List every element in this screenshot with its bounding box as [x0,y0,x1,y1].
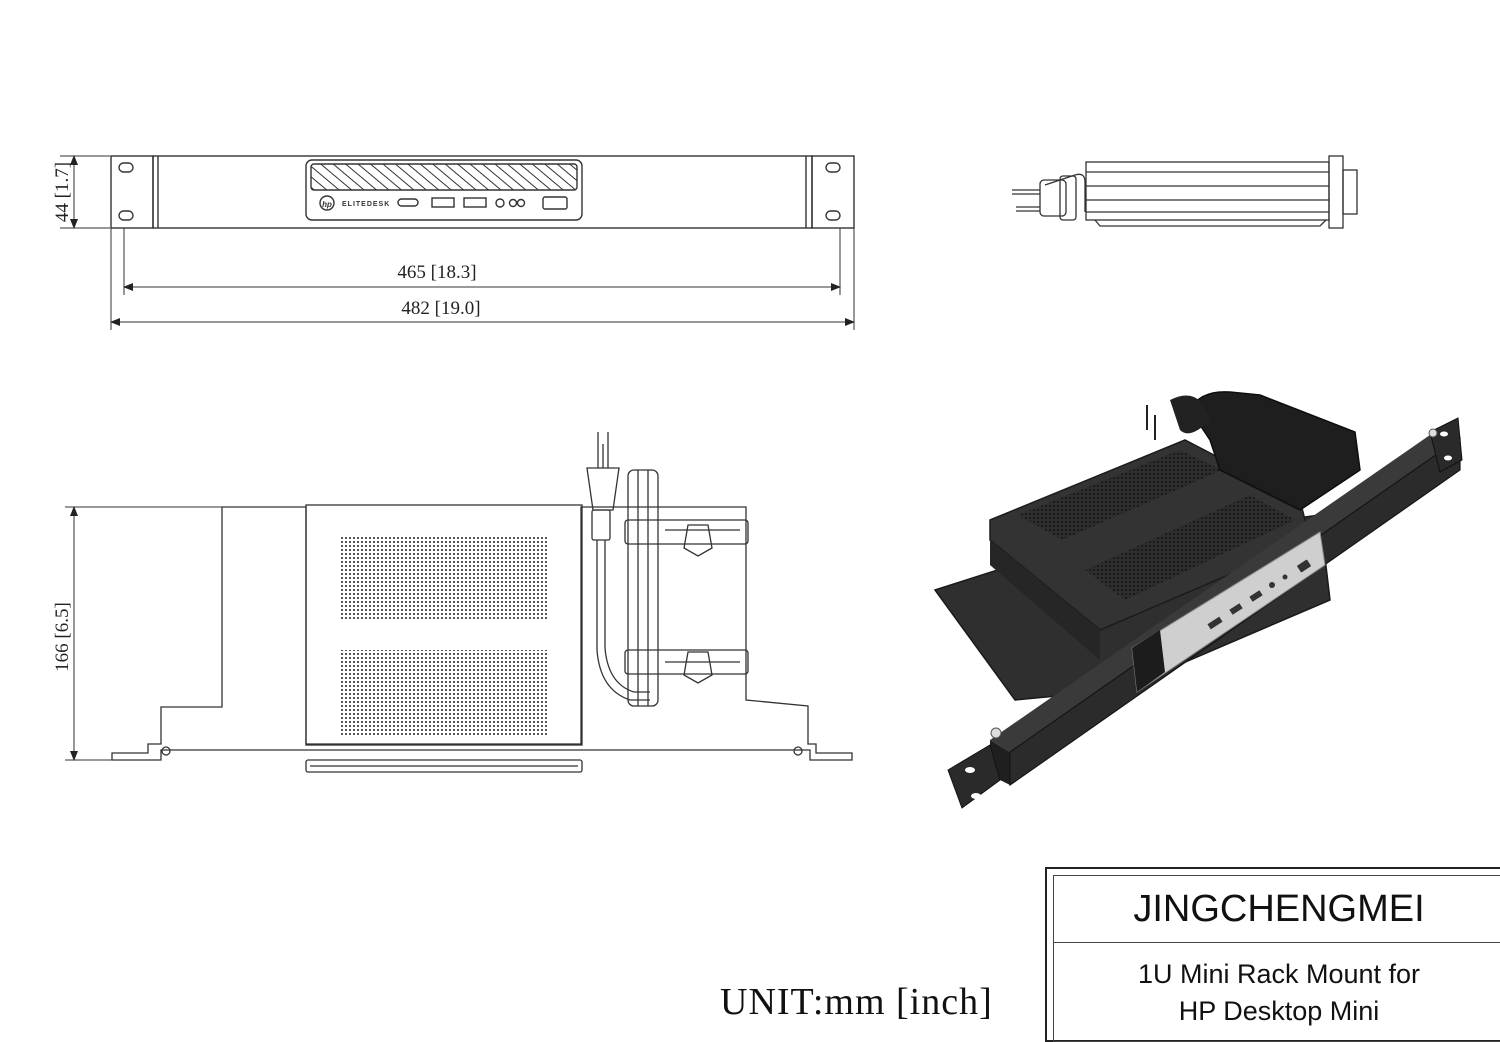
outer-width-dimension-label: 482 [19.0] [401,298,480,319]
side-view [1012,155,1358,229]
front-dimensions [60,155,855,330]
unit-note: UNIT:mm [inch] [720,981,993,1023]
product-line-2: HP Desktop Mini [1178,996,1380,1026]
front-panel-body [152,155,813,229]
right-rack-ear [811,155,855,229]
depth-dimension [65,506,222,761]
height-dimension-label: 44 [1.7] [52,162,73,222]
isometric-render [933,391,1463,809]
product-description: 1U Mini Rack Mount for HP Desktop Mini [1054,956,1500,1030]
device-face-plate [305,159,583,221]
title-block: JINGCHENGMEI 1U Mini Rack Mount for HP D… [1045,867,1500,1042]
bottom-vent-grille [341,650,547,735]
depth-dimension-label: 166 [6.5] [52,602,73,672]
title-block-divider [1054,942,1500,943]
side-device-body [1085,161,1330,221]
tray-outline [111,506,853,761]
front-view [110,155,855,229]
left-rack-ear [110,155,154,229]
product-line-1: 1U Mini Rack Mount for [1137,959,1421,989]
brand-name: JINGCHENGMEI [1133,888,1425,930]
top-vent-grille [341,535,547,620]
top-device-body [305,504,583,746]
top-view [111,432,853,773]
inner-width-dimension-label: 465 [18.3] [397,262,476,283]
hp-logo-icon: hp [322,200,332,209]
elitedesk-brand-label: ELITEDESK [342,201,390,208]
title-block-inner-frame: JINGCHENGMEI 1U Mini Rack Mount for HP D… [1053,875,1500,1042]
